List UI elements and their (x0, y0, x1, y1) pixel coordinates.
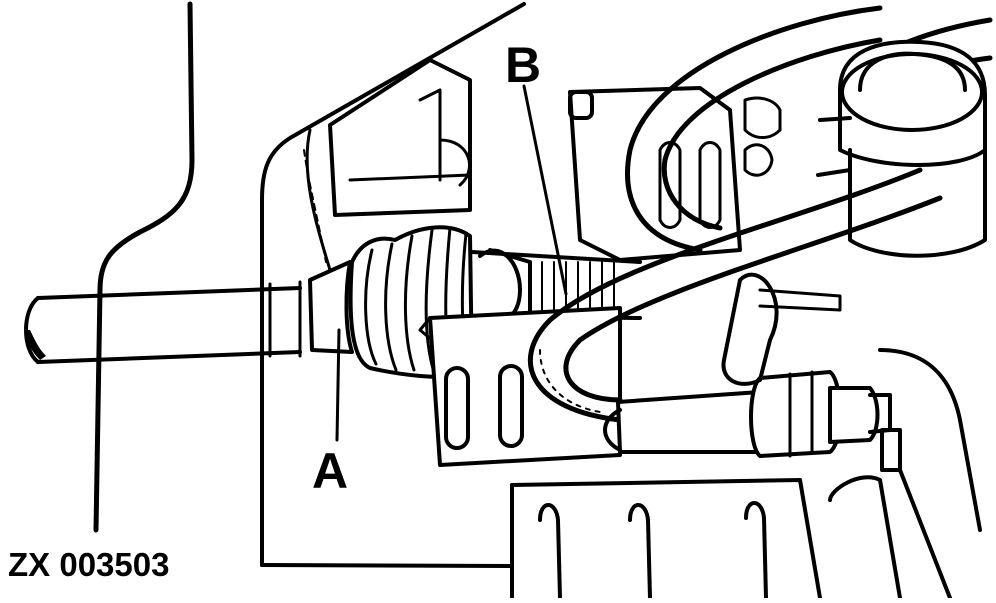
lower-bracket (510, 348, 982, 600)
callout-label-a: A (312, 443, 349, 499)
left-housing-outline (93, 1, 195, 533)
figure-reference-code: ZX 003503 (8, 546, 170, 583)
drive-shaft (24, 280, 302, 364)
reservoir-cylinder (816, 39, 987, 258)
upper-bracket (328, 58, 472, 217)
right-bracket (568, 86, 782, 262)
callout-label-b: B (505, 37, 542, 93)
leader-lines (335, 84, 568, 442)
pipe-fitting (603, 272, 902, 472)
housing-wall (260, 2, 526, 568)
